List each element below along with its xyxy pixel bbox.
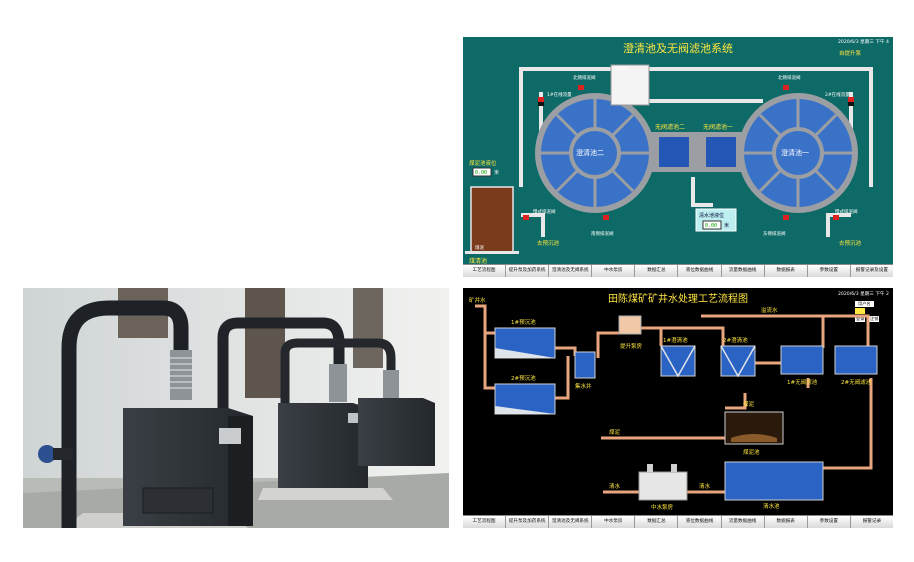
nav-settings[interactable]: 参数设置	[807, 516, 851, 528]
nav-report[interactable]: 数据报表	[764, 516, 808, 528]
reuse-pump-house	[638, 471, 688, 501]
filter-1-label: 无阀滤池一	[703, 123, 733, 131]
nav-data-summary[interactable]: 数据汇总	[635, 516, 679, 528]
valve-north-left-label: 北侧排泥阀	[573, 74, 596, 81]
nav-clarifier[interactable]: 澄清池及无阀系统	[549, 516, 593, 528]
clarifier-1-label: 澄清池一	[781, 148, 809, 157]
reuse-pump-label: 中水泵房	[651, 503, 674, 511]
filter-2	[834, 345, 878, 375]
auto-lift-label: 自提升泵	[839, 49, 862, 57]
nav-data-summary[interactable]: 数据汇总	[635, 265, 679, 277]
clarifier-2-label: 澄清池二	[576, 148, 604, 157]
valve-east-label: 东侧排泥阀	[763, 230, 786, 237]
clear-water-2-label: 清水	[699, 482, 711, 490]
filter-1	[780, 345, 824, 375]
datetime-display: 2020/6/3 星期三 下午 4	[838, 40, 889, 45]
valve-fast-label: 慢式排泥阀	[533, 208, 556, 215]
nav-flow-curve[interactable]: 流量数据曲线	[721, 265, 765, 277]
sludge-tank	[470, 186, 514, 254]
clear-water-label: 清水	[609, 482, 621, 490]
sludge-tank-label: 煤泥池	[743, 448, 760, 456]
valve-north-right-label: 北侧排泥阀	[778, 74, 801, 81]
scada-process-flow-screen: 田陈煤矿矿井水处理工艺流程图 2020/6/3 星期三 下午 2 用户名 登录 …	[463, 288, 893, 528]
valve-fast-right-label: 慢式排泥阀	[835, 208, 858, 215]
mine-water-label: 矿井水	[469, 296, 486, 304]
process-flow-diagram: 矿井水 1#预沉池 2#预沉池 集水井 提升泵房 1#澄清池 2#澄清池 溢流水…	[469, 296, 878, 511]
nav-reuse-pump[interactable]: 中水泵房	[592, 265, 636, 277]
clarifier-2-label: 2#澄清池	[723, 336, 748, 344]
pre-settle-1-label: 1#预沉池	[511, 318, 536, 326]
equipment-photo-image	[23, 288, 449, 528]
sludge-box-label: 煤泥	[475, 244, 484, 251]
clarifier-1	[660, 345, 696, 377]
nav-clarifier[interactable]: 澄清池及无阀系统	[549, 265, 593, 277]
lift-pump-house	[618, 315, 642, 335]
filter-1	[706, 137, 736, 167]
nav-settings[interactable]: 参数设置	[807, 265, 851, 277]
nav-process-flow[interactable]: 工艺流程图	[463, 516, 507, 528]
clear-level-label: 清水池液位	[699, 212, 724, 219]
datetime-display: 2020/6/3 星期三 下午 2	[838, 292, 889, 297]
to-presettle-right: 去预沉池	[839, 239, 862, 247]
valve-south-label: 南侧排泥阀	[591, 230, 614, 237]
flow-main-right-label: 2#在线流量	[825, 91, 850, 98]
clear-tank	[724, 461, 824, 501]
overflow-label: 溢流水	[761, 306, 778, 314]
user-field[interactable]	[855, 308, 865, 314]
clarifier-diagram: 北侧排泥阀 北侧排泥阀 1#在线流量 2#在线流量 慢式排泥阀 南侧排泥阀 东侧…	[465, 49, 873, 265]
filter-2-label: 2#无阀滤池	[841, 378, 872, 386]
sludge-level-unit: 米	[494, 169, 499, 176]
filter-1-label: 1#无阀滤池	[787, 378, 818, 386]
clarifier-1	[738, 93, 858, 213]
nav-flow-curve[interactable]: 流量数据曲线	[721, 516, 765, 528]
clarifier-2	[720, 345, 756, 377]
lift-pump-label: 提升泵房	[620, 342, 643, 350]
filter-2-label: 无阀滤池二	[655, 123, 685, 131]
nav-alarm[interactable]: 报警记录及设置	[850, 265, 893, 277]
dosing-label: 加药间	[615, 65, 629, 72]
bottom-nav-bar: 工艺流程图 提升泵及加药系统 澄清池及无阀系统 中水泵房 数据汇总 液位数据曲线…	[463, 515, 893, 528]
nav-alarm[interactable]: 报警记录	[850, 516, 893, 528]
equipment-photo	[23, 288, 449, 528]
sludge-level-label: 煤泥池液位	[469, 159, 497, 167]
clarifier-1-label: 1#澄清池	[663, 336, 688, 344]
nav-report[interactable]: 数据报表	[764, 265, 808, 277]
valve-group	[523, 85, 854, 220]
nav-lift-pump[interactable]: 提升泵及加药系统	[506, 265, 550, 277]
logout-button[interactable]: 注销	[869, 316, 880, 322]
scada-clarifier-screen: 澄清池及无阀滤池系统 2020/6/3 星期三 下午 4	[463, 37, 893, 277]
clear-level-value: 0.00	[705, 223, 717, 229]
login-button[interactable]: 登录	[855, 316, 866, 322]
sludge-out-label: 煤泥	[609, 428, 621, 436]
nav-level-curve[interactable]: 液位数据曲线	[678, 265, 722, 277]
screen-title: 田陈煤矿矿井水处理工艺流程图	[608, 294, 748, 305]
filter-2	[659, 137, 689, 167]
nav-reuse-pump[interactable]: 中水泵房	[592, 516, 636, 528]
sludge-level-value: 0.00	[475, 170, 487, 176]
sump-label: 集水井	[575, 382, 592, 390]
clear-tank-label: 煤清池	[469, 257, 487, 265]
top-nav-bar: 工艺流程图 提升泵及加药系统 澄清池及无阀系统 中水泵房 数据汇总 液位数据曲线…	[463, 264, 893, 277]
nav-process-flow[interactable]: 工艺流程图	[463, 265, 507, 277]
pre-settle-2-label: 2#预沉池	[511, 374, 536, 382]
sludge-in-label: 煤泥	[743, 400, 755, 408]
nav-level-curve[interactable]: 液位数据曲线	[678, 516, 722, 528]
flow-main-label: 1#在线流量	[547, 91, 572, 98]
clarifier-2	[535, 93, 655, 213]
dosing-room	[610, 64, 650, 106]
user-label: 用户名	[855, 301, 874, 307]
clear-tank-label: 清水池	[763, 502, 780, 510]
to-presettle-left: 去预沉池	[537, 239, 560, 247]
nav-lift-pump[interactable]: 提升泵及加药系统	[506, 516, 550, 528]
sump	[574, 351, 596, 379]
screen-title: 澄清池及无阀滤池系统	[623, 42, 733, 55]
clear-level-unit: 米	[724, 222, 729, 229]
pipe-network	[475, 304, 873, 494]
